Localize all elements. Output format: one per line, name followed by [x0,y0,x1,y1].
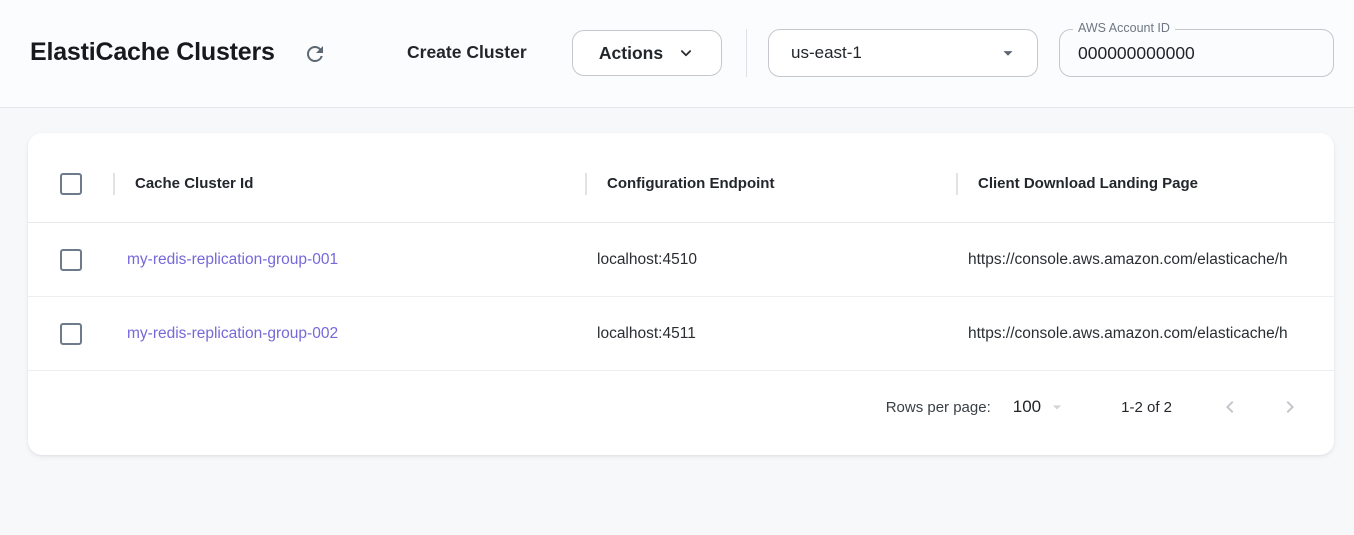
actions-button-label: Actions [598,42,664,63]
pagination-range-label: 1-2 of 2 [1121,398,1172,416]
cache-cluster-id-cell: my-redis-replication-group-002 [113,297,585,370]
table-row: my-redis-replication-group-002 localhost… [28,297,1334,371]
region-select[interactable]: us-east-1 [768,29,1038,77]
dropdown-arrow-icon [997,42,1019,64]
refresh-icon [303,42,327,66]
create-cluster-button[interactable]: Create Cluster [407,42,527,62]
header-checkbox-cell [28,172,113,195]
actions-button[interactable]: Actions [572,30,722,76]
row-checkbox[interactable] [59,248,82,271]
row-checkbox-cell [28,322,113,345]
chevron-right-icon [1278,395,1302,419]
top-toolbar: ElastiCache Clusters Create Cluster Acti… [0,0,1354,108]
clusters-table-card: Cache Cluster Id Configuration Endpoint … [28,133,1334,455]
rows-per-page-select[interactable]: 100 [1013,397,1067,417]
rows-per-page-value: 100 [1012,397,1042,416]
client-download-landing-page-cell: https://console.aws.amazon.com/elasticac… [968,324,1288,342]
cache-cluster-id-cell: my-redis-replication-group-001 [113,223,585,296]
previous-page-button[interactable] [1218,395,1242,419]
chevron-left-icon [1218,395,1242,419]
table-header-row: Cache Cluster Id Configuration Endpoint … [28,145,1334,223]
rows-per-page-label: Rows per page: [885,398,991,416]
table-pagination: Rows per page: 100 1-2 of 2 [28,371,1334,443]
configuration-endpoint-cell: localhost:4511 [597,324,696,342]
aws-account-id-field: AWS Account ID [1059,21,1334,77]
chevron-down-icon [677,44,695,62]
next-page-button[interactable] [1278,395,1302,419]
column-header-client-download-landing-page[interactable]: Client Download Landing Page [956,145,1334,222]
aws-account-id-input[interactable] [1060,30,1333,76]
dropdown-arrow-icon [1047,397,1067,417]
refresh-button[interactable] [301,40,329,68]
configuration-endpoint-cell: localhost:4510 [597,250,697,268]
row-checkbox[interactable] [59,322,82,345]
client-download-landing-page-cell: https://console.aws.amazon.com/elasticac… [968,250,1288,268]
cluster-link[interactable]: my-redis-replication-group-001 [127,250,339,268]
column-header-cache-cluster-id[interactable]: Cache Cluster Id [113,145,585,222]
toolbar-divider [746,29,747,77]
aws-account-id-label: AWS Account ID [1073,21,1175,35]
column-header-configuration-endpoint[interactable]: Configuration Endpoint [585,145,956,222]
select-all-checkbox[interactable] [59,172,82,195]
cluster-link[interactable]: my-redis-replication-group-002 [127,324,339,342]
row-checkbox-cell [28,248,113,271]
table-row: my-redis-replication-group-001 localhost… [28,223,1334,297]
region-select-value: us-east-1 [791,43,862,62]
page-title: ElastiCache Clusters [30,38,275,66]
